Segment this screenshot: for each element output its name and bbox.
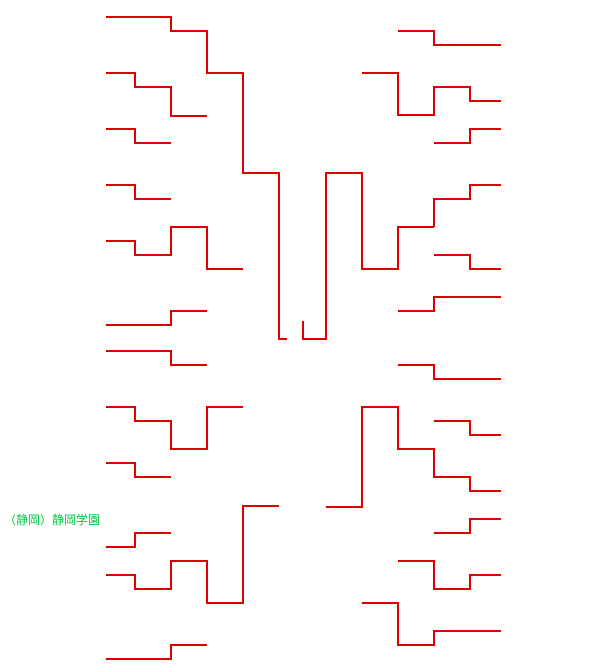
bracket-connector-line-14	[362, 72, 501, 116]
bracket-connector-line-16	[434, 254, 501, 270]
bracket-connector-line-17	[433, 184, 501, 227]
bracket-connector-line-2	[106, 72, 207, 117]
bracket-connector-line-5	[106, 226, 243, 270]
bracket-connector-line-19	[302, 172, 434, 340]
bracket-connector-line-10	[106, 532, 171, 548]
bracket-connector-line-15	[434, 128, 501, 144]
bracket-connector-line-6	[106, 310, 207, 326]
team-label-shizuoka-gakuen: （静岡）静岡学園	[4, 513, 101, 527]
bracket-connector-line-8	[106, 406, 243, 450]
bracket-connector-line-7	[106, 350, 207, 366]
bracket-connector-line-4	[106, 184, 171, 200]
bracket-connector-line-22	[326, 406, 501, 508]
bracket-connector-line-21	[434, 420, 501, 436]
bracket-connector-line-3	[106, 128, 171, 144]
bracket-connector-line-25	[362, 602, 501, 646]
bracket-connector-line-12	[106, 644, 207, 660]
bracket-connector-line-9	[106, 462, 171, 478]
bracket-connector-line-11	[106, 505, 279, 604]
bracket-connector-line-13	[398, 30, 501, 46]
bracket-connector-line-23	[434, 518, 501, 534]
bracket-connector-line-1	[106, 16, 287, 340]
bracket-connector-line-20	[398, 364, 501, 380]
bracket-connector-line-18	[398, 296, 501, 312]
bracket-connector-line-24	[398, 560, 501, 590]
